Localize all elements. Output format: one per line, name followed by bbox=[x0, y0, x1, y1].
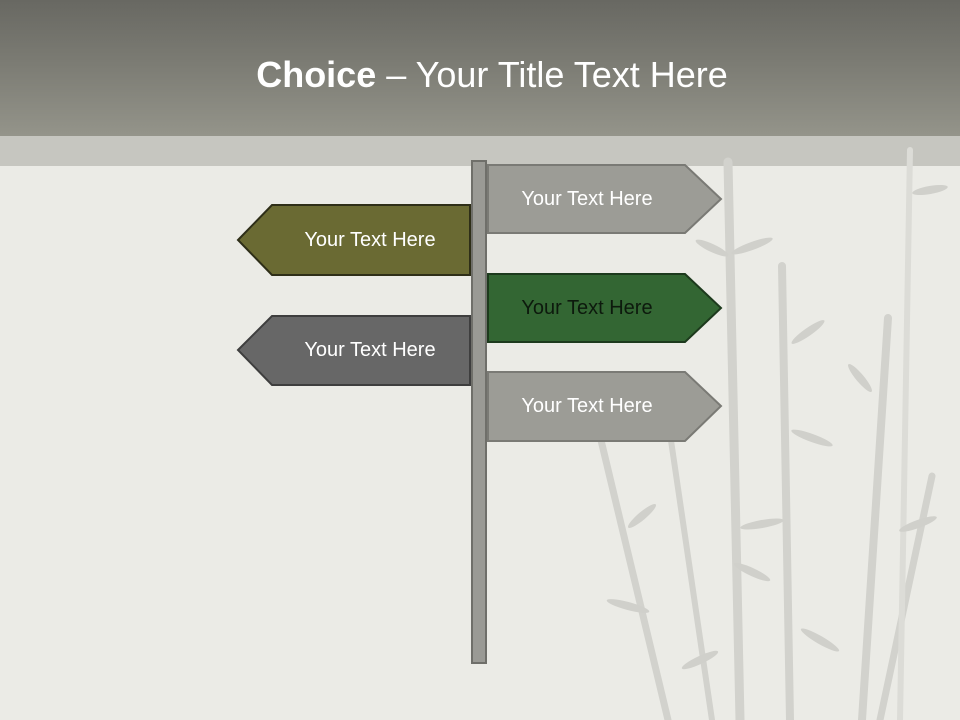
sign-right-3-label: Your Text Here bbox=[521, 395, 653, 417]
slide-title[interactable]: Choice – Your Title Text Here bbox=[0, 50, 960, 100]
sign-left-2[interactable]: Your Text Here bbox=[236, 315, 471, 386]
signpost-pole bbox=[471, 160, 487, 664]
sign-left-1-shape bbox=[236, 204, 471, 276]
sign-left-1-label: Your Text Here bbox=[304, 228, 436, 251]
title-bar bbox=[0, 0, 960, 136]
sign-right-1[interactable]: Your Text Here bbox=[487, 164, 723, 234]
sign-left-2-label: Your Text Here bbox=[304, 339, 436, 361]
sign-left-2-shape bbox=[236, 315, 471, 386]
sign-left-1[interactable]: Your Text Here bbox=[236, 204, 471, 276]
sign-right-1-label: Your Text Here bbox=[521, 187, 653, 210]
sign-right-1-shape bbox=[487, 164, 723, 234]
title-bold: Choice bbox=[256, 54, 377, 95]
sign-right-3-shape bbox=[487, 371, 723, 442]
sign-right-2-shape bbox=[487, 273, 723, 343]
title-rest: – Your Title Text Here bbox=[376, 54, 728, 95]
sign-right-2[interactable]: Your Text Here bbox=[487, 273, 723, 343]
sign-right-3[interactable]: Your Text Here bbox=[487, 371, 723, 442]
sign-right-2-label: Your Text Here bbox=[521, 296, 653, 319]
